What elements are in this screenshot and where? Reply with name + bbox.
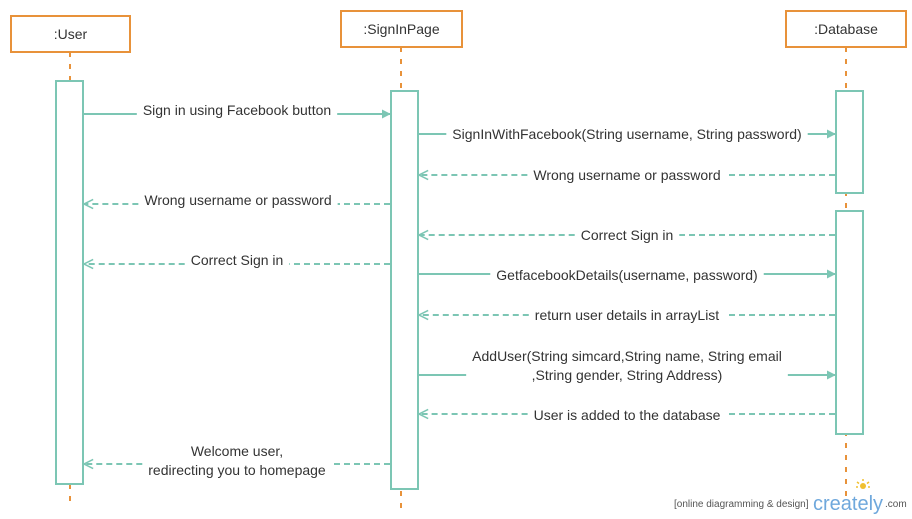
message-m2[interactable]: SignInWithFacebook(String username, Stri… — [419, 126, 836, 142]
lifeline-signin: :SignInPage — [340, 10, 463, 509]
lifeline-db-box[interactable] — [785, 10, 907, 48]
message-label: Wrong username or password — [144, 192, 331, 208]
message-label: Correct Sign in — [581, 227, 674, 243]
message-m8[interactable]: return user details in arrayList — [419, 307, 835, 323]
activation-db-1[interactable] — [835, 90, 864, 194]
message-m3[interactable]: Wrong username or password — [419, 167, 835, 183]
message-m7[interactable]: GetfacebookDetails(username, password) — [419, 267, 836, 283]
message-label: GetfacebookDetails(username, password) — [496, 267, 757, 283]
lifeline-user-box[interactable] — [10, 15, 131, 53]
message-label: Welcome user, — [191, 443, 283, 459]
lifeline-signin-box[interactable] — [340, 10, 463, 48]
message-label: User is added to the database — [534, 407, 721, 423]
message-m9[interactable]: AddUser(String simcard,String name, Stri… — [419, 348, 836, 383]
message-label: Sign in using Facebook button — [143, 102, 331, 118]
watermark-suffix: .com — [885, 499, 907, 510]
watermark-tagline: [online diagramming & design] — [674, 499, 809, 510]
watermark: [online diagramming & design] creately .… — [674, 479, 907, 515]
message-label: Correct Sign in — [191, 252, 284, 268]
activation-user-1[interactable] — [55, 80, 84, 485]
message-m6[interactable]: Correct Sign in — [84, 252, 390, 268]
creately-logo: creately — [813, 493, 883, 515]
lifeline-db-label: :Database — [814, 21, 878, 37]
message-m10[interactable]: User is added to the database — [419, 407, 835, 423]
message-label: ,String gender, String Address) — [532, 367, 723, 383]
lifeline-user-label: :User — [54, 26, 88, 42]
message-m4[interactable]: Wrong username or password — [84, 192, 390, 208]
activation-signin-1[interactable] — [390, 90, 419, 490]
message-label: return user details in arrayList — [535, 307, 720, 323]
message-label: AddUser(String simcard,String name, Stri… — [472, 348, 782, 364]
message-label: Wrong username or password — [533, 167, 720, 183]
message-label: SignInWithFacebook(String username, Stri… — [452, 126, 801, 142]
message-m5[interactable]: Correct Sign in — [419, 227, 835, 243]
lifeline-signin-label: :SignInPage — [363, 21, 439, 37]
logo-sun-icon — [856, 479, 870, 489]
message-label: redirecting you to homepage — [148, 462, 326, 478]
message-m11[interactable]: Welcome user, redirecting you to homepage — [84, 443, 390, 478]
activation-db-2[interactable] — [835, 210, 864, 435]
message-m1[interactable]: Sign in using Facebook button — [84, 102, 391, 119]
